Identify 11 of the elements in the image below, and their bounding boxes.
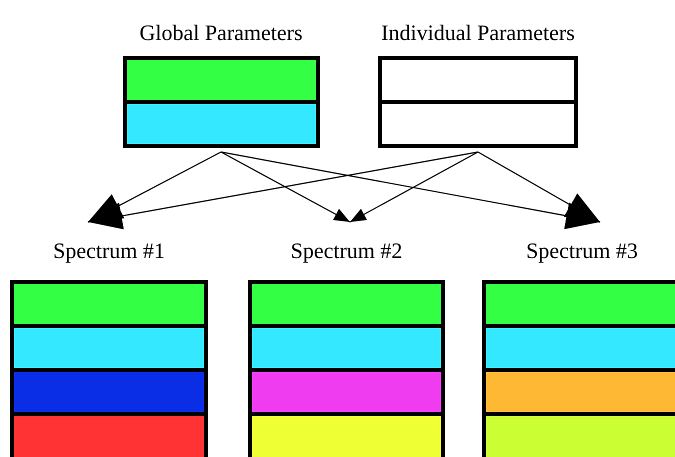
heading: Individual Parameters [381, 20, 575, 46]
arrow [220, 151, 350, 223]
heading: Spectrum #3 [526, 238, 638, 264]
heading: Spectrum #1 [53, 238, 165, 264]
arrow [350, 151, 478, 223]
arrow [88, 151, 478, 230]
arrow [88, 151, 222, 223]
arrow [220, 151, 600, 230]
arrow [478, 151, 600, 223]
heading: Global Parameters [139, 20, 303, 46]
heading: Spectrum #2 [290, 238, 402, 264]
